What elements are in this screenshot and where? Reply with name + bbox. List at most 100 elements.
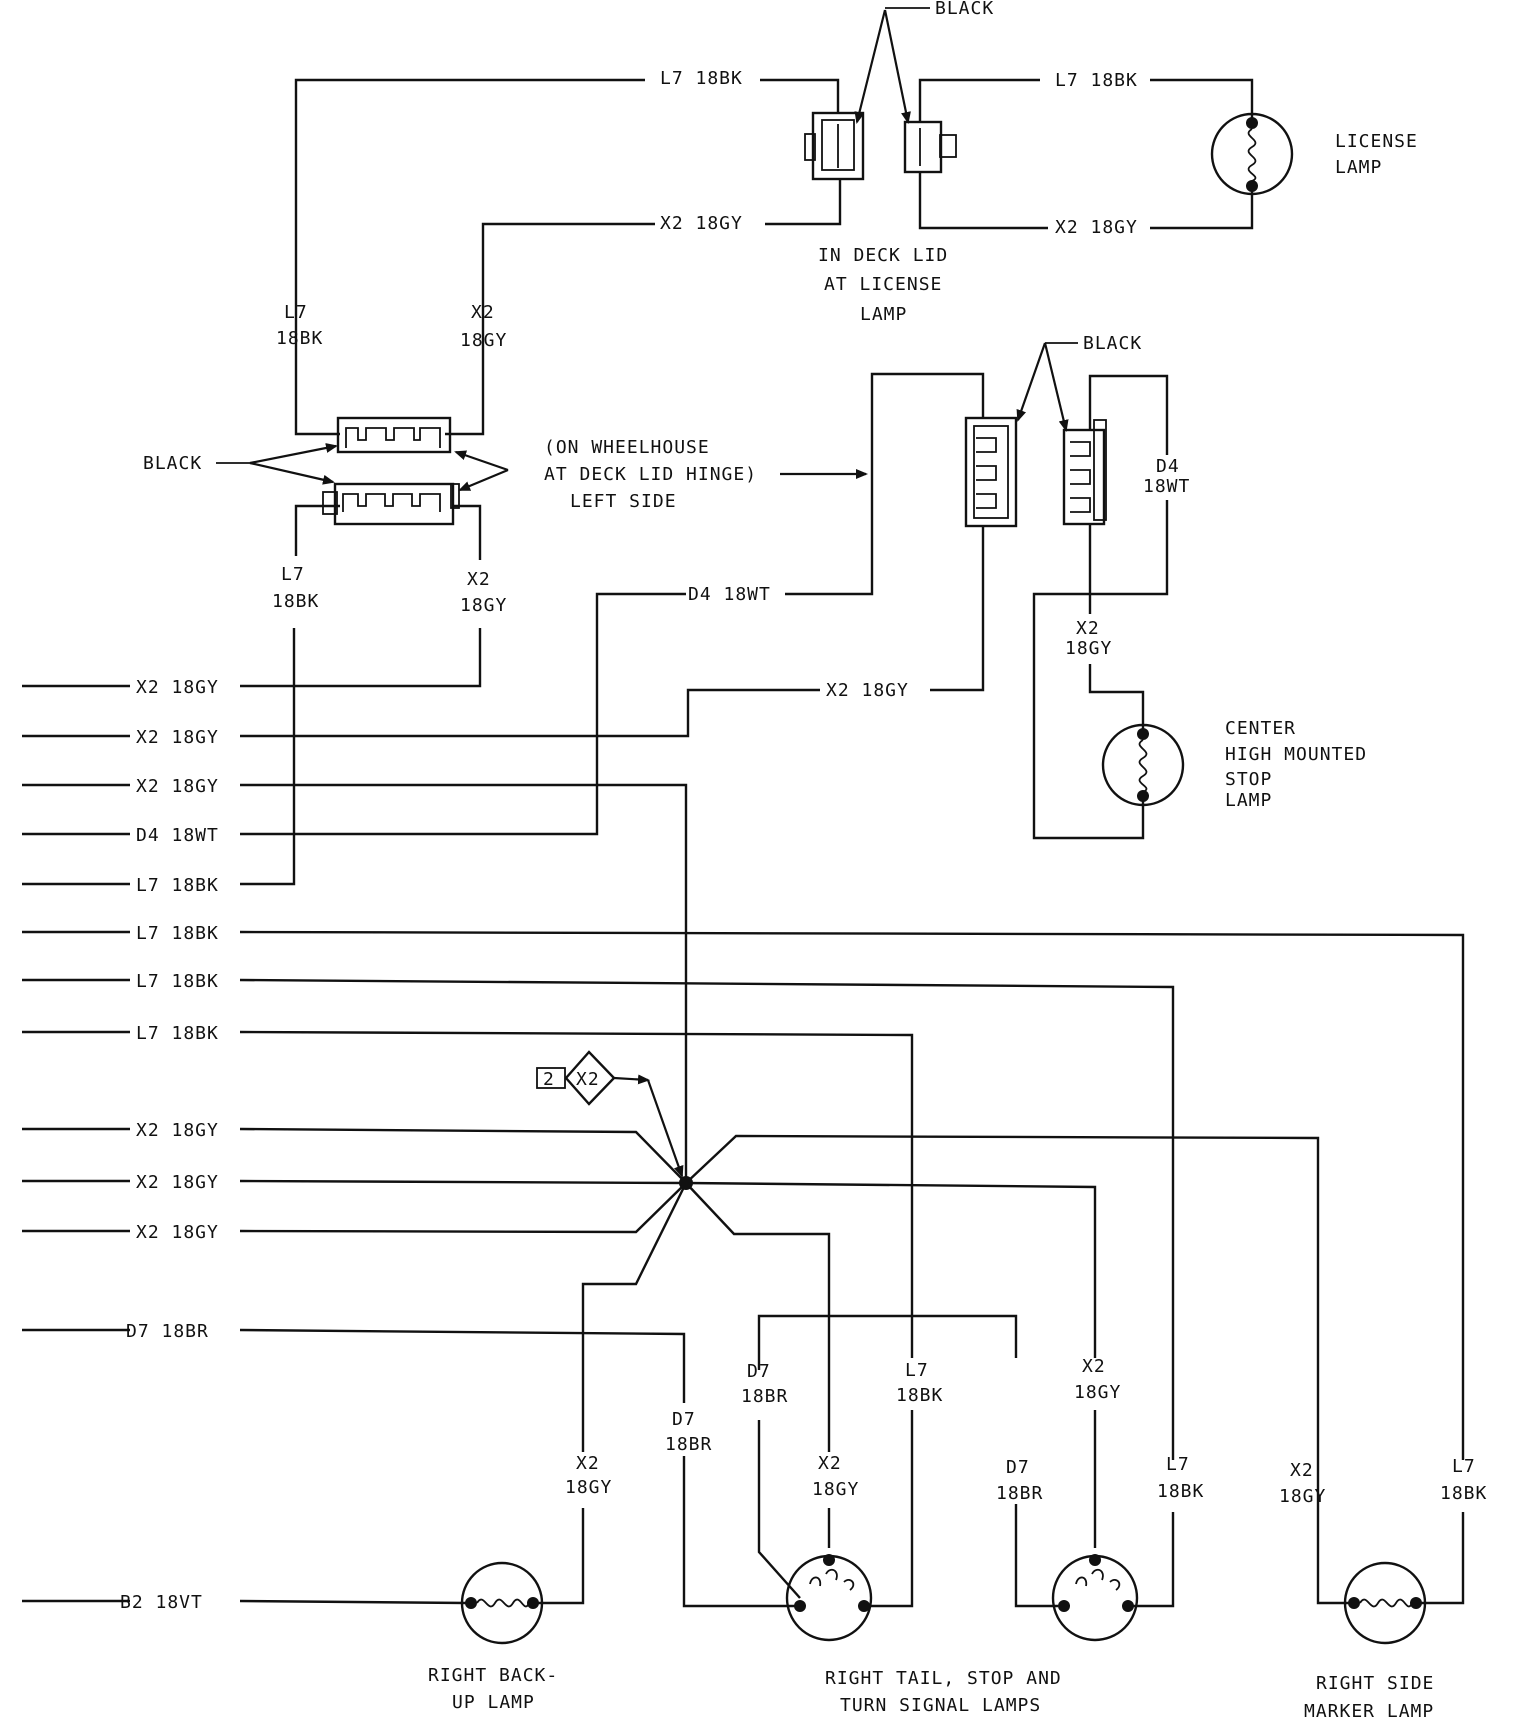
wire-label-d4-right-1: D4 [1156,456,1180,477]
marker-lamp-label-2: MARKER LAMP [1304,1701,1434,1722]
left-row-label-3: X2 18GY [136,776,219,797]
black-arrow-mid-left [1016,342,1047,422]
splice-leader-b [646,1079,684,1178]
bottom-label-5a: L7 [905,1360,929,1381]
wheelhouse-label-2: AT DECK LID HINGE) [544,464,757,485]
bottom-label-3a: D7 [747,1361,771,1382]
wheelhouse-arrow-upper [454,450,509,472]
bottom-lamps: RIGHT BACK- UP LAMP RIGHT TAIL, STOP AND… [428,1410,1465,1722]
wire-splice-to-backup [581,1182,688,1452]
wire-row10-x2 [239,1179,687,1185]
bottom-label-2b: 18BR [665,1434,712,1455]
wire-d4-right-b [1032,500,1169,840]
bottom-label-9a: X2 [1290,1460,1314,1481]
chmsl-label-4: LAMP [1225,790,1272,811]
wire-splice-to-marker [685,1134,1320,1510]
left-row-label-12: D7 18BR [126,1321,209,1342]
wire-row6-l7 [239,930,1465,1460]
wire-l7-license-a [918,78,1040,122]
wire-l7-license-b [1150,78,1254,120]
wire-row11-x2 [239,1182,687,1234]
center-routing: 2 X2 [239,783,1465,1608]
wire-row13-b2 [239,1599,467,1605]
wire-l7-lower-stub [294,504,340,556]
chmsl-connector-female [964,416,1018,528]
black-arrow-lower [249,461,335,485]
license-lamp-label-1: LICENSE [1335,131,1418,152]
tail-lamp-label-2: TURN SIGNAL LAMPS [840,1695,1041,1716]
wire-d7-loop-top [757,1314,1018,1370]
chmsl-label-2: HIGH MOUNTED [1225,744,1367,765]
black-arrow-mid-right [1043,342,1069,432]
deck-lid-label-1: IN DECK LID [818,245,948,266]
wire-d4-right-a [1088,374,1169,455]
wire-marker-x2 [1316,1510,1352,1605]
wire-row12-d7 [239,1328,686,1403]
left-row-label-13: B2 18VT [120,1592,203,1613]
bottom-label-6a: D7 [1006,1457,1030,1478]
left-row-label-8: L7 18BK [136,1023,219,1044]
bottom-label-7a: X2 [1082,1356,1106,1377]
wire-label-x2-lower-2: 18GY [460,595,507,616]
wire-d4-chmsl-a [785,372,985,596]
wire-label-x2-upper-1: X2 [471,302,495,323]
wire-row9-x2 [239,1127,687,1184]
bottom-label-9b: 18GY [1279,1486,1326,1507]
chmsl-section: BLACK D4 18WT X2 18GY D4 18WT X2 [240,333,1367,840]
wire-tail1-l7 [865,1410,914,1608]
wire-splice-to-tail1 [685,1182,831,1452]
wire-row4-d4 [240,592,686,836]
left-row-label-5: L7 18BK [136,875,219,896]
splice-node [679,1176,693,1190]
deck-lid-connector-female [804,111,865,181]
bottom-label-10a: L7 [1452,1456,1476,1477]
left-row-label-10: X2 18GY [136,1172,219,1193]
chmsl-label-1: CENTER [1225,718,1296,739]
wire-row12-d7-to-tail1 [682,1456,795,1608]
deck-lid-label-2: AT LICENSE [824,274,942,295]
splice-number: 2 [543,1069,555,1090]
marker-lamp-icon [1343,1561,1427,1645]
wire-splice-to-tail2 [685,1181,1097,1358]
left-row-label-2: X2 18GY [136,727,219,748]
bottom-label-7b: 18GY [1074,1382,1121,1403]
left-row-label-1: X2 18GY [136,677,219,698]
wire-marker-l7 [1418,1512,1465,1605]
bottom-label-4a: X2 [818,1453,842,1474]
black-arrow-left [854,9,887,124]
splice-leader-a [613,1074,650,1085]
bottom-label-4b: 18GY [812,1479,859,1500]
wire-tail2-l7 [1128,1512,1175,1608]
black-label-left: BLACK [143,453,202,474]
wire-label-x2-lower-1: X2 [467,569,491,590]
bottom-label-8b: 18BK [1157,1481,1204,1502]
left-row-label-11: X2 18GY [136,1222,219,1243]
wire-d7-tail1-left [757,1420,801,1599]
bottom-label-6b: 18BR [996,1483,1043,1504]
license-lamp-label-2: LAMP [1335,157,1382,178]
chmsl-lamp-icon [1101,723,1185,807]
wire-x2-deck-left-b [445,222,655,436]
backup-lamp-label-2: UP LAMP [452,1692,535,1713]
wire-row3-x2 [240,783,688,1183]
wire-label-x2-chmsl-1: X2 [1076,618,1100,639]
wire-row2-x2 [240,688,820,738]
wire-label-x2-upper-2: 18GY [460,330,507,351]
wire-label-l7-upper-2: 18BK [276,328,323,349]
backup-lamp-label-1: RIGHT BACK- [428,1665,558,1686]
wire-x2-license-a [918,172,1048,230]
bottom-label-1a: X2 [576,1453,600,1474]
wire-l7-deck-left-b [294,78,645,436]
wire-row8-l7 [239,1030,914,1358]
wire-label-d4-mid: D4 18WT [688,584,771,605]
black-arrow-right [883,9,911,124]
splice-label: 2 X2 [536,1050,684,1178]
wire-label-top-l7-left: L7 18BK [660,68,743,89]
wheelhouse-connector-upper [336,416,452,454]
bottom-wire-labels: X2 18GY D7 18BR D7 18BR X2 18GY L7 18BK … [565,1356,1486,1507]
wheelhouse-connector-section: L7 18BK X2 18GY BLACK (ON WHEELHOUSE AT … [143,302,868,886]
chmsl-connector-male [1062,419,1107,526]
wire-x2-license-b [1150,188,1254,230]
wire-x2-chmsl-a [930,526,985,692]
